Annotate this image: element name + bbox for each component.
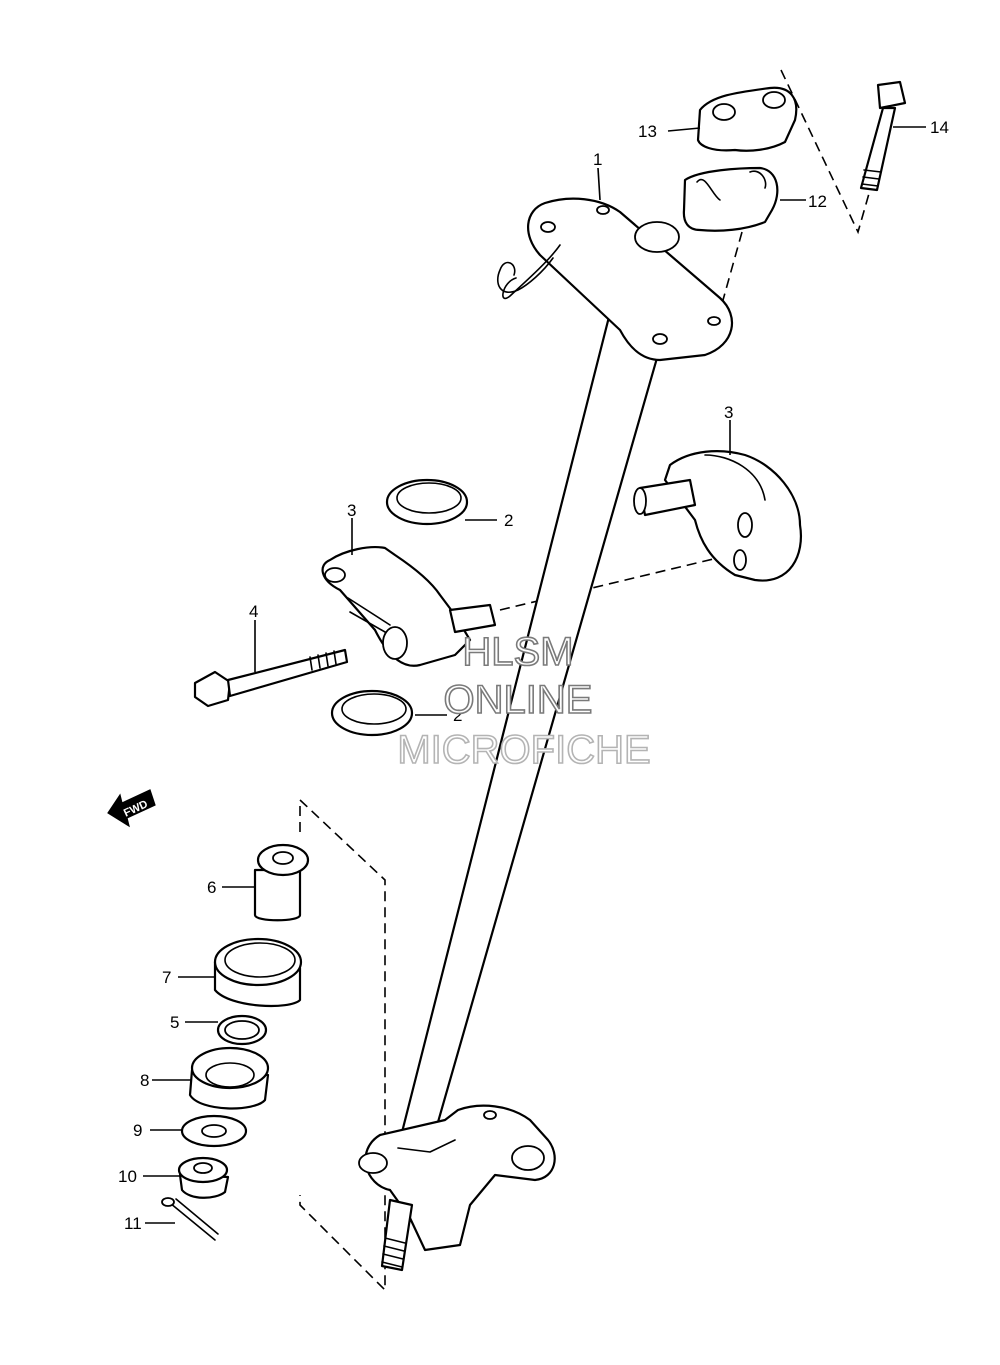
washer-9 (180, 1114, 248, 1148)
nut-10 (177, 1156, 230, 1199)
collar-6 (253, 843, 310, 922)
watermark-line-3: MICROFICHE (397, 728, 650, 772)
callout-2-lower: 2 (453, 706, 462, 725)
watermark-line-1: HLSM (462, 630, 573, 674)
callout-14: 14 (930, 118, 949, 137)
left-holder-3 (321, 546, 497, 667)
callout-leaders (143, 126, 926, 1224)
bushing-2-lower (330, 689, 414, 737)
callout-2-upper: 2 (504, 511, 513, 530)
callout-6: 6 (207, 878, 216, 897)
bearing-8 (188, 1046, 270, 1110)
watermark-line-2: ONLINE (444, 678, 593, 722)
forward-direction-arrow: FWD (107, 789, 156, 828)
callout-9: 9 (133, 1121, 142, 1140)
bolt-4 (193, 648, 349, 708)
cotter-pin-11 (161, 1197, 219, 1241)
callout-3-right: 3 (724, 403, 733, 422)
callout-numbers: 1 2 2 3 3 4 5 6 7 8 9 10 11 12 13 14 (118, 118, 949, 1233)
callout-13: 13 (638, 122, 657, 141)
callout-12: 12 (808, 192, 827, 211)
callout-5: 5 (170, 1013, 179, 1032)
o-ring-5 (216, 1014, 268, 1046)
callout-10: 10 (118, 1167, 137, 1186)
callout-3-left: 3 (347, 501, 356, 520)
bearing-7 (213, 937, 303, 1008)
callout-11: 11 (124, 1214, 142, 1233)
steering-shaft (358, 197, 734, 1272)
bolt-14 (859, 80, 907, 192)
callout-8: 8 (140, 1071, 149, 1090)
callout-7: 7 (162, 968, 171, 987)
upper-clamp-13 (696, 86, 798, 152)
watermark: HLSM ONLINE MICROFICHE (397, 629, 652, 773)
bushing-2-upper (385, 478, 469, 526)
callout-1: 1 (593, 150, 602, 169)
lower-holder-12 (682, 166, 779, 232)
right-holder-3 (633, 450, 802, 582)
callout-4: 4 (249, 602, 258, 621)
